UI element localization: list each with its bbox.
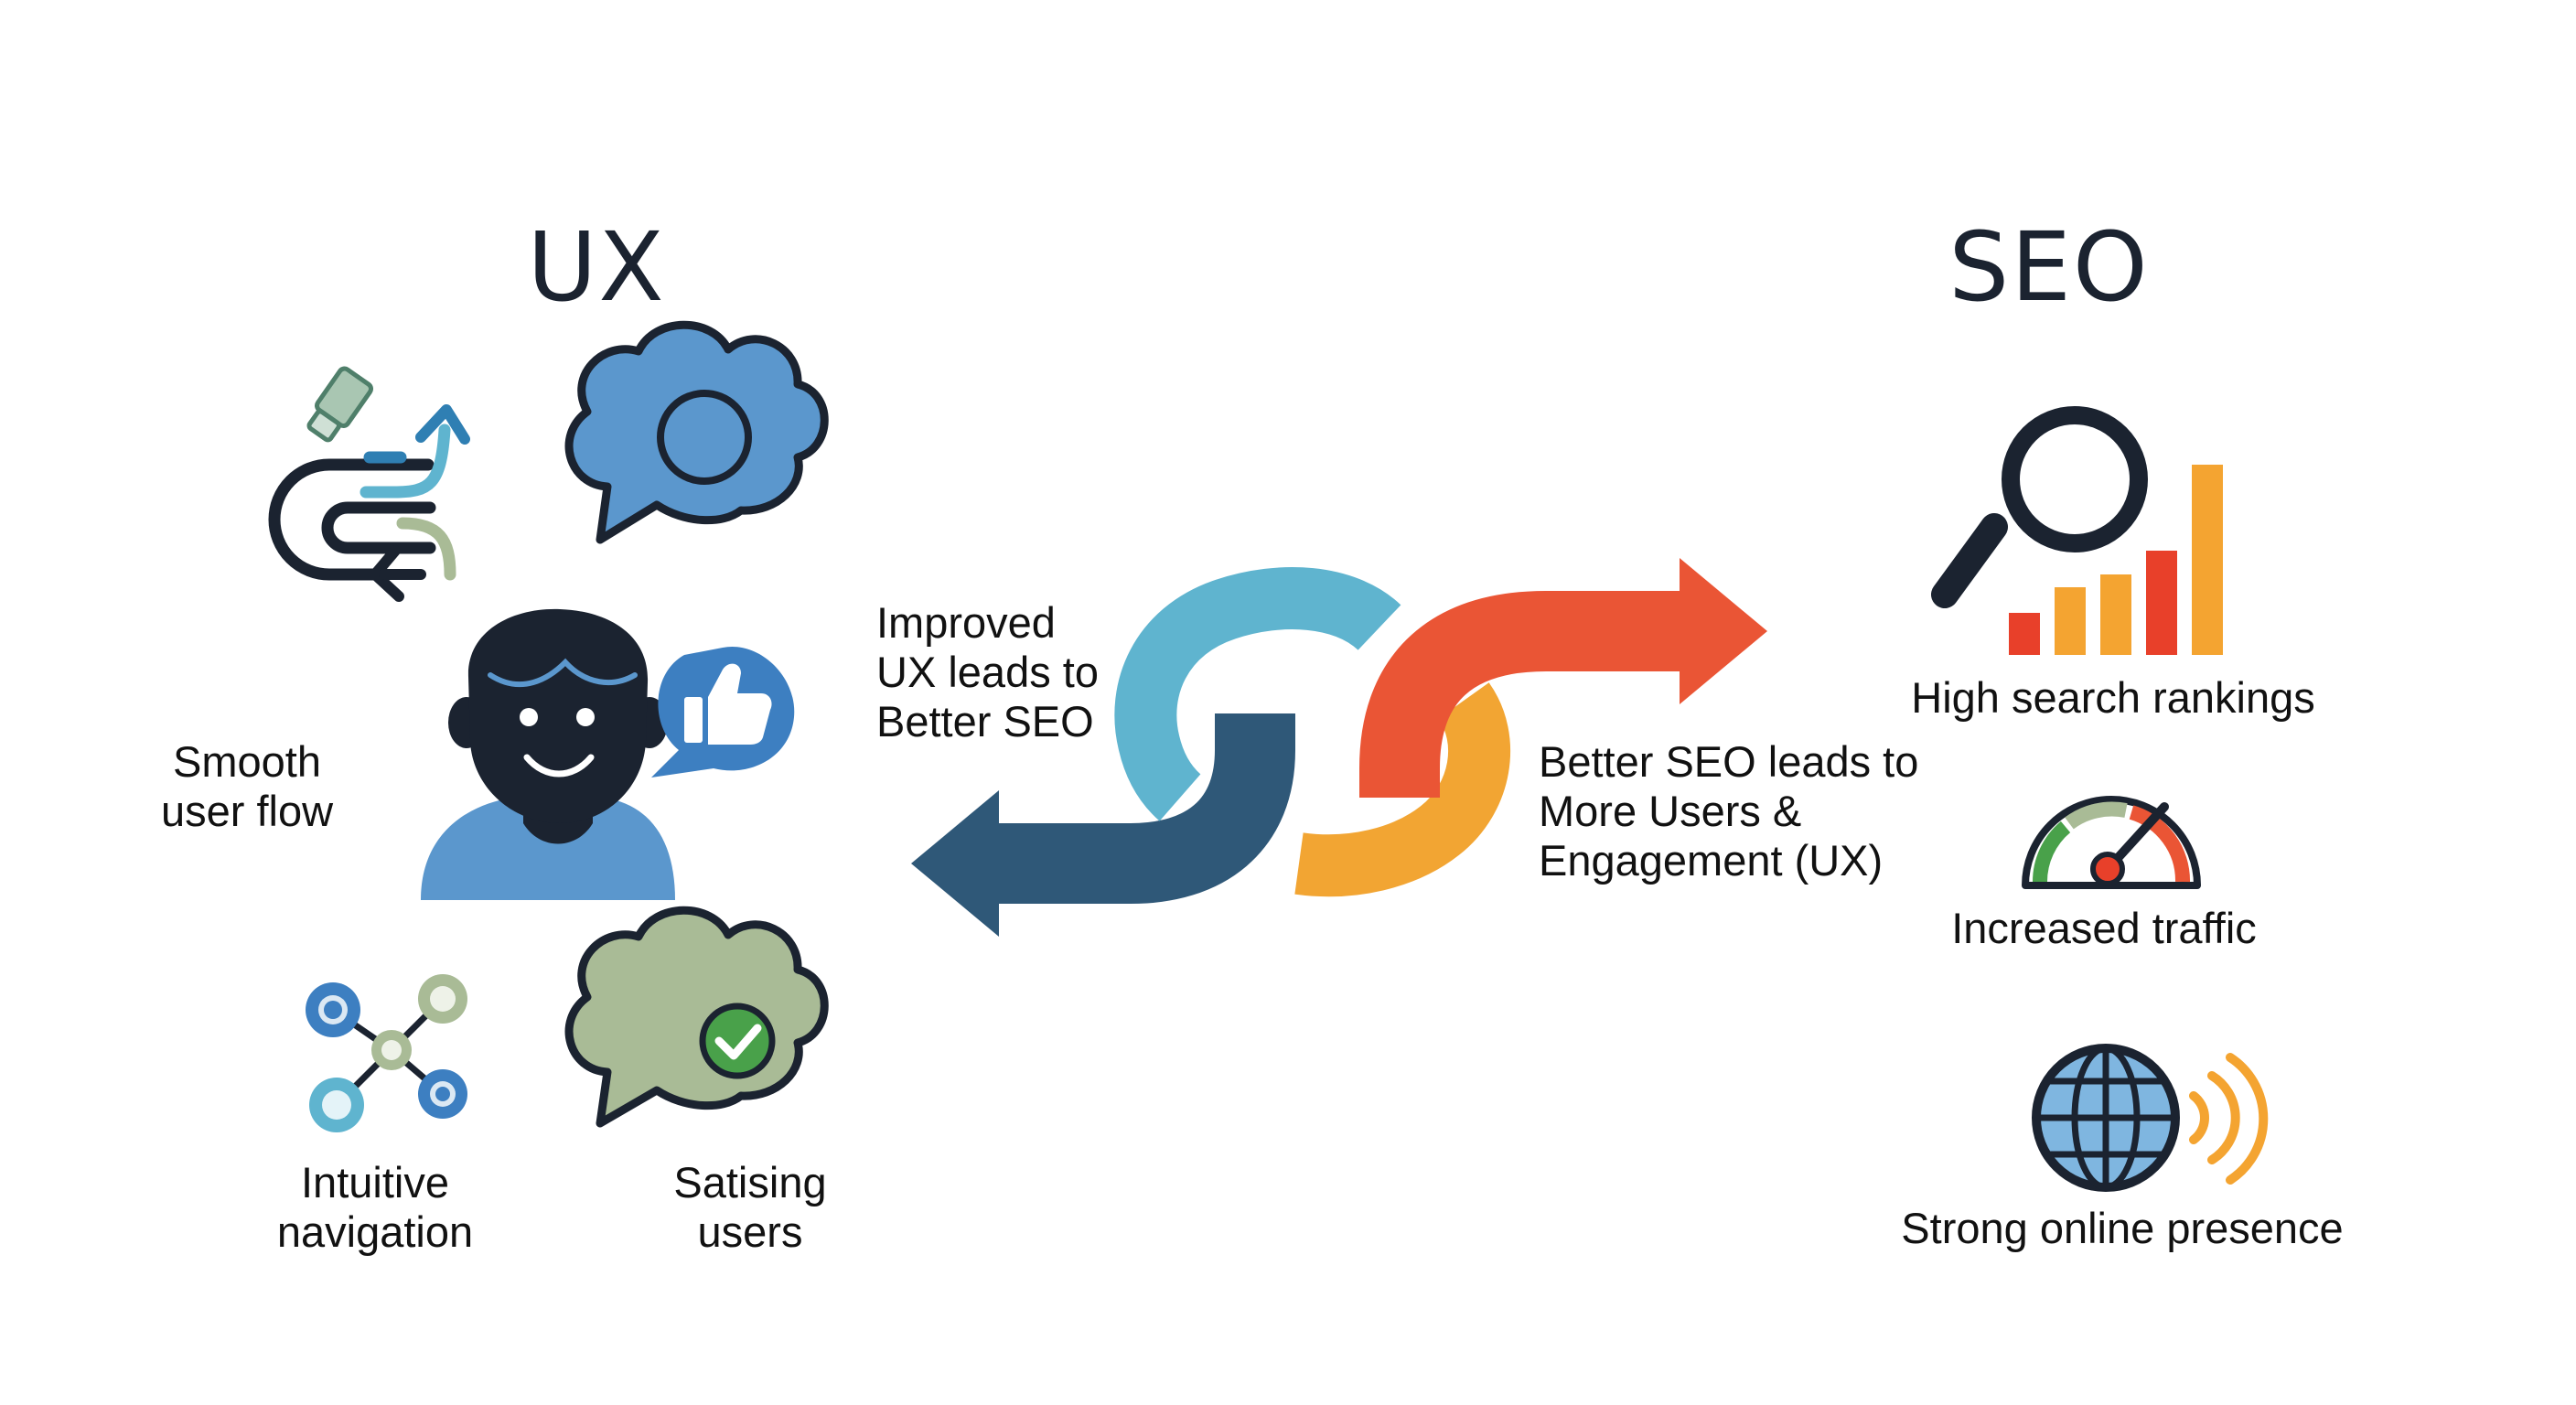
seo-title: SEO bbox=[1948, 211, 2150, 323]
chain-link-orange bbox=[1294, 682, 1511, 897]
caption-line: Better SEO bbox=[876, 697, 1094, 745]
label-line: Strong online presence bbox=[1901, 1204, 2344, 1252]
label-line: user flow bbox=[160, 787, 334, 835]
globe-signal-icon bbox=[2032, 1044, 2269, 1192]
smooth-user-flow-label: Smooth user flow bbox=[137, 737, 357, 836]
strong-online-presence-label: Strong online presence bbox=[1884, 1204, 2360, 1253]
caption-line: Improved bbox=[876, 598, 1056, 647]
label-line: Smooth bbox=[173, 737, 321, 786]
caption-line: Better SEO leads to bbox=[1539, 737, 1919, 786]
navigation-network-icon bbox=[306, 974, 467, 1132]
high-search-rankings-label: High search rankings bbox=[1884, 673, 2342, 723]
user-avatar-icon bbox=[421, 608, 675, 900]
increased-traffic-label: Increased traffic bbox=[1884, 904, 2324, 953]
chain-link-blue bbox=[1114, 567, 1401, 821]
speedometer-gauge-icon bbox=[2022, 796, 2201, 889]
intuitive-navigation-label: Intuitive navigation bbox=[256, 1158, 494, 1257]
thumbs-up-bubble-icon bbox=[651, 646, 795, 778]
satising-users-label: Satising users bbox=[640, 1158, 860, 1257]
label-line: High search rankings bbox=[1911, 673, 2315, 722]
caption-line: More Users & bbox=[1539, 787, 1802, 835]
label-line: Intuitive bbox=[301, 1158, 449, 1207]
label-line: users bbox=[697, 1207, 803, 1256]
seo-to-ux-caption: Better SEO leads to More Users & Engagem… bbox=[1539, 737, 1923, 885]
speech-bubble-icon bbox=[564, 320, 829, 544]
checkmark-bubble-icon bbox=[564, 906, 829, 1128]
caption-line: UX leads to bbox=[876, 648, 1099, 696]
ux-title: UX bbox=[527, 211, 666, 323]
seo-to-ux-arrow bbox=[911, 713, 1295, 937]
user-flow-arrows-icon bbox=[268, 366, 470, 602]
label-line: Satising bbox=[673, 1158, 827, 1207]
ux-to-seo-arrow bbox=[1359, 558, 1767, 798]
magnifier-bar-chart-icon bbox=[1931, 406, 2223, 655]
label-line: Increased traffic bbox=[1951, 904, 2257, 952]
caption-line: Engagement (UX) bbox=[1539, 836, 1884, 885]
ux-to-seo-caption: Improved UX leads to Better SEO bbox=[876, 598, 1169, 746]
label-line: navigation bbox=[276, 1207, 474, 1256]
